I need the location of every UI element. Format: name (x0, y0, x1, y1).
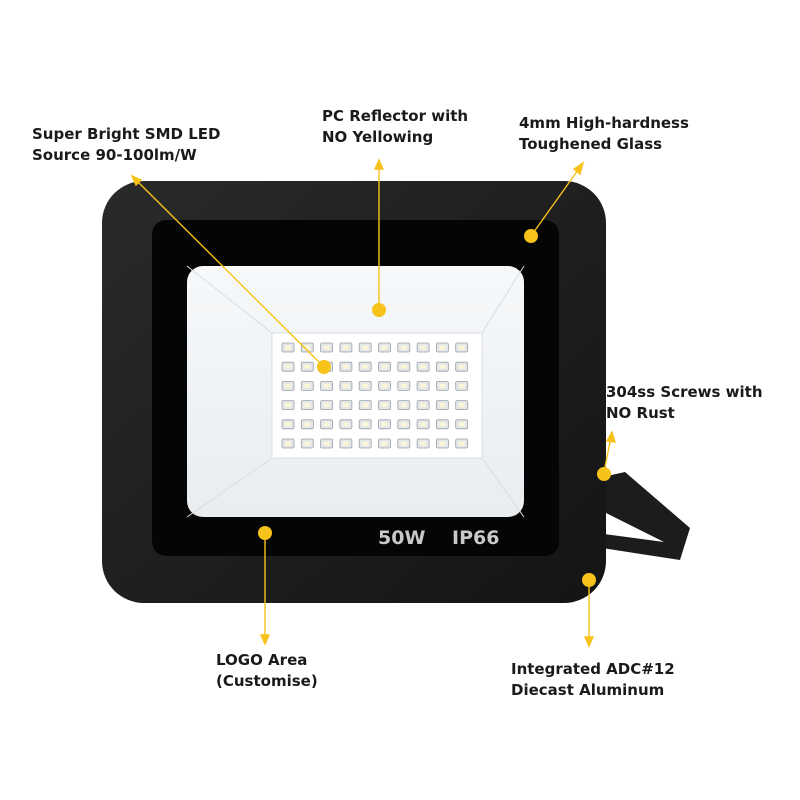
led-phosphor (458, 364, 465, 369)
callout-reflector-line1: PC Reflector with (322, 107, 469, 125)
led-phosphor (285, 364, 291, 369)
marker-housing (582, 573, 596, 587)
led-phosphor (458, 403, 465, 408)
callout-screws-line1: 304ss Screws with (606, 383, 763, 401)
led-phosphor (420, 383, 427, 388)
callout-reflector: PC Reflector with NO Yellowing (322, 106, 468, 148)
callout-screws: 304ss Screws with NO Rust (606, 382, 763, 424)
callout-housing: Integrated ADC#12 Diecast Aluminum (511, 659, 675, 701)
led-phosphor (458, 422, 465, 427)
led-phosphor (439, 383, 446, 388)
led-phosphor (342, 345, 349, 350)
led-phosphor (285, 441, 291, 446)
callout-led-source: Super Bright SMD LED Source 90-100lm/W (32, 124, 220, 166)
callout-screws-line2: NO Rust (606, 404, 675, 422)
led-phosphor (323, 345, 330, 350)
led-phosphor (323, 422, 330, 427)
led-phosphor (381, 383, 388, 388)
led-phosphor (285, 345, 291, 350)
callout-led-line2: Source 90-100lm/W (32, 146, 197, 164)
callout-led-line1: Super Bright SMD LED (32, 125, 221, 143)
led-phosphor (458, 345, 465, 350)
leader-lines (130, 158, 616, 648)
marker-glass (524, 229, 538, 243)
marker-reflector (372, 303, 386, 317)
led-phosphor (381, 441, 388, 446)
marker-logo (258, 526, 272, 540)
led-phosphor (342, 364, 349, 369)
led-phosphor (362, 422, 369, 427)
callout-glass-line1: 4mm High-hardness (519, 114, 689, 132)
led-phosphor (304, 345, 311, 350)
wattage-label: 50W (378, 527, 425, 549)
led-phosphor (420, 345, 427, 350)
callout-housing-line1: Integrated ADC#12 (511, 660, 675, 678)
led-phosphor (285, 403, 291, 408)
led-phosphor (362, 441, 369, 446)
led-phosphor (400, 422, 407, 427)
led-phosphor (342, 403, 349, 408)
led-phosphor (304, 383, 311, 388)
callout-logo-line2: (Customise) (216, 672, 318, 690)
reflector-bevel (186, 265, 525, 518)
led-phosphor (304, 364, 311, 369)
led-phosphor (420, 403, 427, 408)
led-phosphor (285, 422, 291, 427)
led-phosphor (342, 383, 349, 388)
led-phosphor (342, 441, 349, 446)
callout-reflector-line2: NO Yellowing (322, 128, 434, 146)
led-phosphor (304, 403, 311, 408)
led-phosphor (323, 383, 330, 388)
led-phosphor (362, 383, 369, 388)
marker-led (317, 360, 331, 374)
led-phosphor (304, 422, 311, 427)
led-phosphor (381, 345, 388, 350)
callout-glass: 4mm High-hardness Toughened Glass (519, 113, 689, 155)
led-phosphor (458, 441, 465, 446)
led-phosphor (400, 364, 407, 369)
led-phosphor (285, 383, 291, 388)
callout-markers (258, 229, 611, 587)
led-grid (281, 342, 469, 449)
callout-logo: LOGO Area (Customise) (216, 650, 318, 692)
led-phosphor (381, 422, 388, 427)
marker-screws (597, 467, 611, 481)
ip-rating-label: IP66 (452, 527, 499, 549)
led-phosphor (381, 403, 388, 408)
led-phosphor (439, 345, 446, 350)
led-phosphor (362, 345, 369, 350)
led-phosphor (381, 364, 388, 369)
led-phosphor (323, 441, 330, 446)
mounting-bracket (598, 472, 690, 560)
led-phosphor (420, 364, 427, 369)
led-phosphor (439, 364, 446, 369)
callout-housing-line2: Diecast Aluminum (511, 681, 665, 699)
led-phosphor (439, 422, 446, 427)
led-phosphor (439, 403, 446, 408)
led-phosphor (362, 364, 369, 369)
led-phosphor (400, 441, 407, 446)
led-phosphor (420, 422, 427, 427)
led-phosphor (342, 422, 349, 427)
led-phosphor (362, 403, 369, 408)
led-phosphor (400, 383, 407, 388)
led-phosphor (458, 383, 465, 388)
led-phosphor (323, 403, 330, 408)
led-phosphor (439, 441, 446, 446)
led-phosphor (420, 441, 427, 446)
led-phosphor (400, 345, 407, 350)
led-phosphor (400, 403, 407, 408)
callout-logo-line1: LOGO Area (216, 651, 308, 669)
led-phosphor (304, 441, 311, 446)
callout-glass-line2: Toughened Glass (519, 135, 663, 153)
